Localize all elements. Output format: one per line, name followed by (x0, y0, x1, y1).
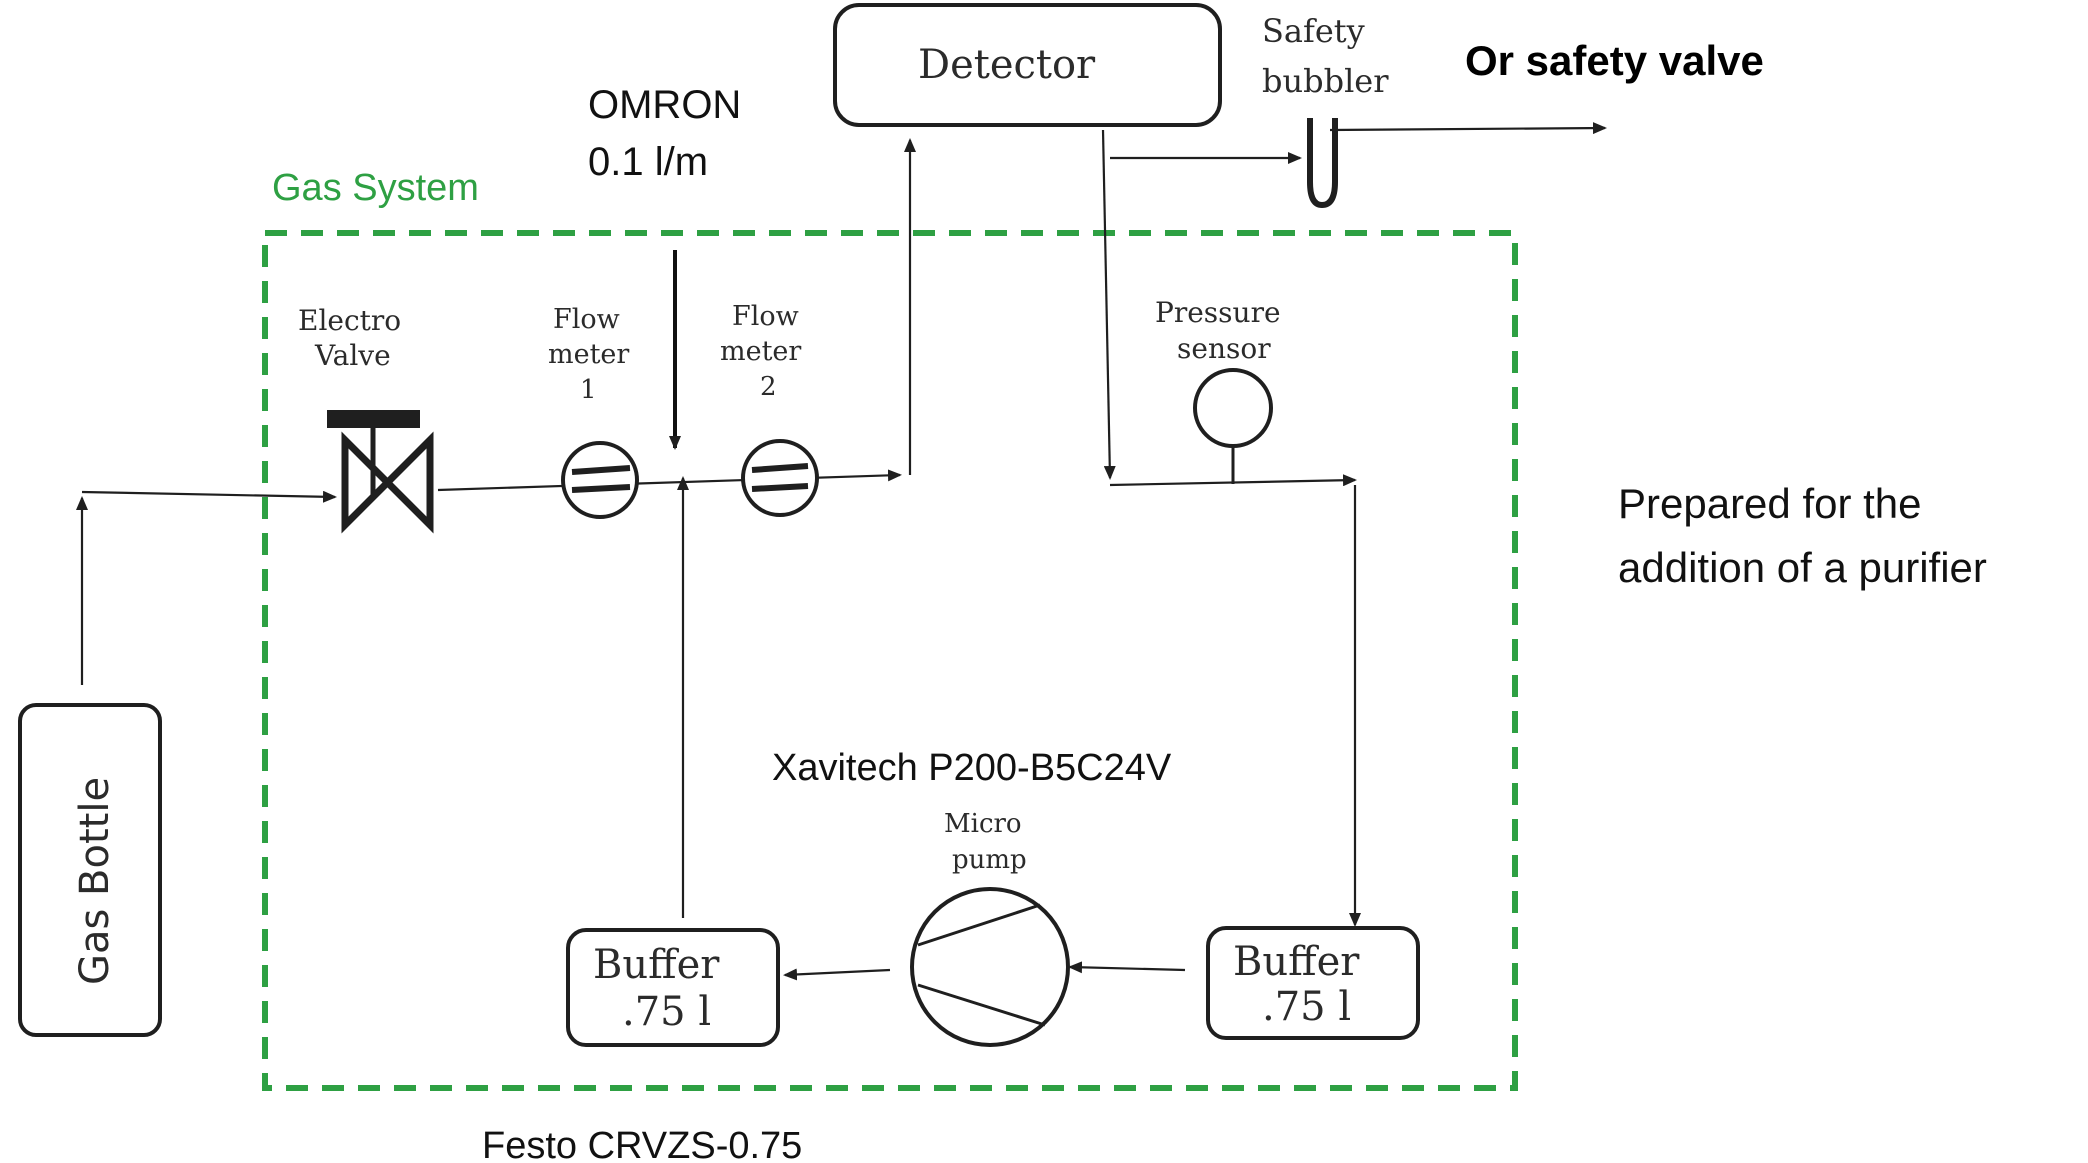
detector-label: Detector (918, 42, 1096, 88)
flow-meter-2-icon (741, 439, 819, 517)
pressure-sensor-icon (1193, 368, 1273, 448)
pressure-sensor-label-1: Pressure (1155, 296, 1281, 329)
gas-bottle-label: Gas Bottle (72, 777, 118, 985)
pressure-sensor-label-2: sensor (1177, 332, 1271, 365)
safety-bubbler-icon (1307, 118, 1338, 209)
pipe-buffer-to-pump (1068, 961, 1186, 974)
flow-meter-1-label-1: Flow (553, 304, 620, 335)
flow-meter-2-label-1: Flow (732, 301, 799, 332)
pipe-bubbler-to-safety-valve (1329, 122, 1607, 135)
pipe-detector-down (1101, 129, 1116, 480)
purifier-note-2: addition of a purifier (1618, 544, 1987, 591)
omron-flow-rate: 0.1 l/m (588, 140, 708, 184)
purifier-note-1: Prepared for the (1618, 480, 1922, 527)
safety-bubbler-label-2: bubbler (1262, 62, 1389, 100)
micro-pump-label-2: pump (952, 845, 1027, 875)
pump-model-label: Xavitech P200-B5C24V (772, 747, 1172, 789)
buffer-model-label: Festo CRVZS-0.75 (482, 1125, 802, 1163)
buffer-right-label-2: .75 l (1262, 984, 1351, 1030)
flow-meter-2-label-2: meter (720, 336, 801, 367)
safety-valve-note: Or safety valve (1465, 37, 1764, 84)
detector-box (833, 3, 1222, 127)
flow-meter-1-label-3: 1 (580, 375, 597, 405)
buffer-left-label-2: .75 l (622, 989, 711, 1035)
electro-valve-label-2: Valve (314, 339, 391, 372)
gas-bottle: Gas Bottle (18, 703, 162, 1037)
pipe-valve-to-meters (437, 469, 902, 492)
micro-pump-label-1: Micro (944, 809, 1022, 839)
pipe-pump-to-buffer (783, 968, 891, 981)
gas-system-boundary (262, 230, 1518, 1091)
flow-meter-2-label-3: 2 (760, 372, 777, 402)
gas-system-label: Gas System (272, 167, 479, 209)
flow-meter-1-icon (561, 441, 639, 519)
buffer-right-label-1: Buffer (1233, 939, 1360, 985)
buffer-left-label-1: Buffer (593, 942, 720, 988)
micro-pump-icon (910, 887, 1070, 1047)
electro-valve-label-1: Electro (298, 304, 401, 337)
electro-valve-icon (327, 410, 434, 534)
omron-label: OMRON (588, 83, 741, 127)
buffer-right-box (1206, 926, 1420, 1040)
flow-meter-1-label-2: meter (548, 339, 629, 370)
safety-bubbler-label-1: Safety (1262, 12, 1365, 50)
pipe-bottle-to-valve (81, 490, 337, 503)
buffer-left-box (566, 928, 780, 1047)
